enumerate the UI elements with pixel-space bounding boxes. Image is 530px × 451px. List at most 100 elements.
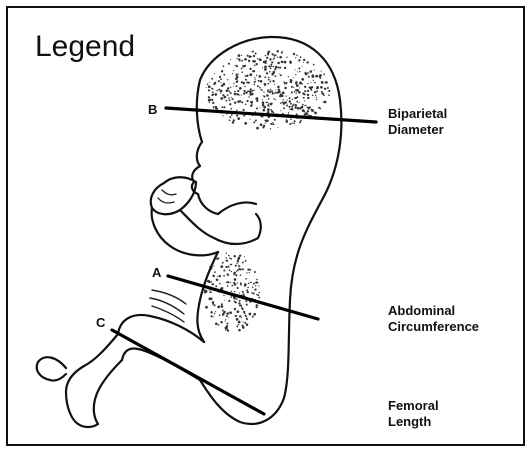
stipple-dot (268, 51, 270, 53)
stipple-dot (215, 93, 217, 95)
stipple-dot (299, 71, 300, 72)
stipple-dot (307, 90, 309, 92)
stipple-dot (211, 88, 212, 89)
stipple-dot (238, 302, 240, 304)
stipple-dot (219, 283, 221, 285)
stipple-dot (270, 109, 272, 111)
stipple-dot (238, 321, 241, 324)
stipple-dot (255, 120, 257, 122)
stipple-dot (275, 99, 276, 100)
stipple-dot (286, 105, 288, 107)
stipple-dot (311, 109, 314, 112)
stipple-dot (247, 55, 249, 57)
stipple-dot (277, 62, 280, 65)
stipple-dot (241, 60, 243, 62)
stipple-dot (255, 52, 257, 54)
stipple-dot (254, 81, 256, 83)
stipple-dot (256, 63, 258, 65)
stipple-dot (280, 110, 281, 111)
stipple-dot (230, 258, 232, 260)
stipple-dot (277, 50, 279, 52)
stipple-dot (314, 82, 316, 84)
stipple-dot (285, 120, 288, 123)
stipple-dot (229, 103, 231, 105)
stipple-dot (213, 304, 215, 306)
stipple-dot (303, 110, 305, 112)
stipple-dot (227, 329, 229, 331)
stipple-dot (218, 324, 220, 326)
stipple-dot (250, 88, 252, 90)
stipple-dot (227, 281, 229, 283)
stipple-dot (317, 91, 318, 92)
stipple-dot (213, 106, 215, 108)
stipple-dot (247, 100, 249, 102)
stipple-dot (221, 71, 223, 73)
stipple-dot (214, 271, 216, 273)
femoral-label-line1: Femoral (388, 398, 439, 413)
stipple-dot (222, 310, 224, 312)
stipple-dot (226, 253, 227, 254)
stipple-dot (312, 74, 314, 76)
stipple-dot (320, 86, 323, 89)
stipple-dot (243, 115, 245, 117)
stipple-dot (323, 95, 325, 97)
stipple-dot (272, 80, 274, 82)
stipple-dot (209, 82, 210, 83)
stipple-dot (248, 283, 249, 284)
stipple-dot (244, 58, 247, 61)
stipple-dot (233, 70, 234, 71)
stipple-dot (305, 73, 308, 76)
stipple-dot (237, 100, 239, 102)
stipple-dot (226, 260, 228, 262)
stipple-dot (213, 316, 214, 317)
stipple-dot (237, 269, 239, 271)
stipple-dot (311, 86, 313, 88)
stipple-dot (242, 268, 244, 270)
stipple-dot (208, 85, 211, 88)
stipple-dot (249, 73, 252, 76)
stipple-dot (236, 85, 238, 87)
stipple-dot (215, 285, 217, 287)
stipple-dot (217, 306, 220, 309)
thigh-lower (122, 348, 200, 380)
stipple-dot (283, 82, 285, 84)
stipple-dot (316, 97, 317, 98)
stipple-dot (272, 53, 274, 55)
stipple-dot (267, 104, 269, 106)
stipple-dot (321, 71, 322, 72)
stipple-dot (291, 91, 293, 93)
stipple-dot (237, 310, 240, 313)
biparietal-label-line1: Biparietal (388, 106, 447, 121)
stipple-dot (242, 261, 244, 263)
stipple-dot (268, 77, 270, 79)
stipple-dot (246, 272, 247, 273)
stipple-dot (227, 79, 228, 80)
stipple-dot (262, 101, 265, 104)
stipple-dot (215, 323, 218, 326)
femoral-label-line2: Length (388, 414, 431, 429)
stipple-dot (310, 70, 313, 73)
stipple-dot (243, 293, 245, 295)
stipple-dot (309, 106, 311, 108)
stipple-dot (229, 116, 231, 118)
stipple-dot (208, 89, 210, 91)
stipple-dot (291, 108, 294, 111)
stipple-dot (290, 103, 292, 105)
stipple-dot (304, 105, 305, 106)
point-a: A (152, 265, 162, 280)
stipple-dot (293, 77, 294, 78)
stipple-dot (237, 117, 240, 120)
stipple-dot (273, 98, 274, 99)
stipple-dot (230, 59, 231, 60)
stipple-dot (258, 285, 259, 286)
stipple-dot (295, 97, 297, 99)
stipple-dot (241, 317, 242, 318)
stipple-dot (230, 296, 232, 298)
stipple-dot (290, 119, 292, 121)
stipple-dot (216, 90, 217, 91)
stipple-dot (250, 119, 251, 120)
stipple-dot (210, 311, 212, 313)
stipple-dot (275, 89, 276, 90)
stipple-dot (256, 306, 258, 308)
stipple-dot (205, 290, 208, 293)
